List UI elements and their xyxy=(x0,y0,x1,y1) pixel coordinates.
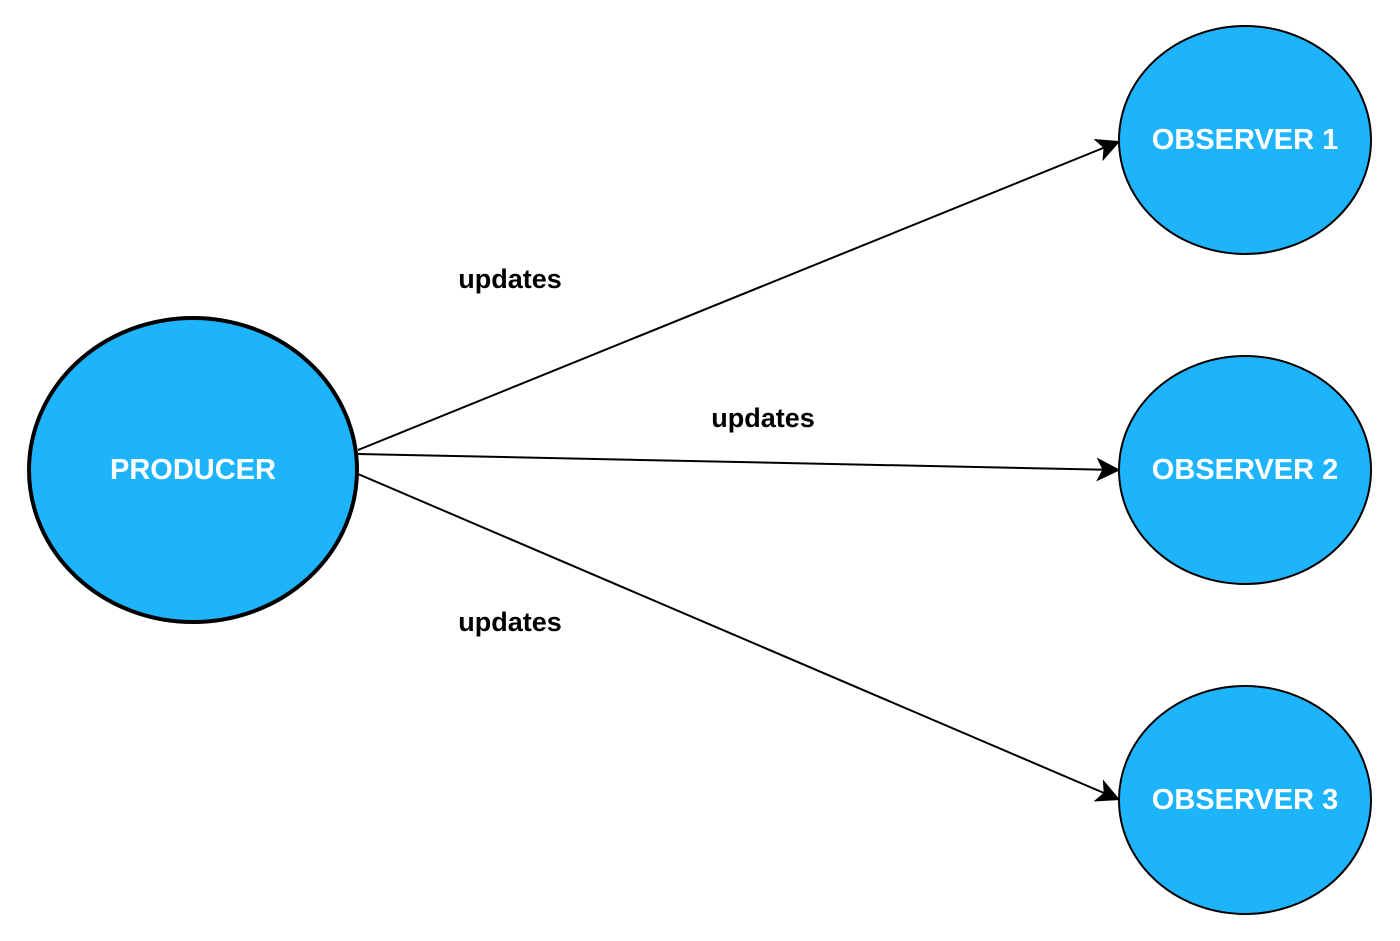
edge-producer-observer-2 xyxy=(357,453,1121,482)
observer-1-label: OBSERVER 1 xyxy=(1152,124,1338,156)
edge-label-observer-1: updates xyxy=(458,264,562,294)
edges-group xyxy=(357,138,1121,802)
edge-label-observer-2: updates xyxy=(711,403,815,433)
producer-circle xyxy=(27,316,359,624)
observer-3-node[interactable]: OBSERVER 3 xyxy=(1118,685,1372,915)
observer-2-circle xyxy=(1118,355,1372,585)
producer-node[interactable]: PRODUCER xyxy=(27,316,359,624)
edge-labels-group: updates updates updates xyxy=(458,264,815,637)
observer-2-node[interactable]: OBSERVER 2 xyxy=(1118,355,1372,585)
edge-producer-observer-1 xyxy=(357,138,1121,451)
edge-label-observer-3: updates xyxy=(458,607,562,637)
observer-1-circle xyxy=(1118,25,1372,255)
observer-3-circle xyxy=(1118,685,1372,915)
observer-3-label: OBSERVER 3 xyxy=(1152,784,1338,816)
producer-label: PRODUCER xyxy=(110,454,276,486)
edge-producer-observer-3 xyxy=(357,473,1121,802)
observer-2-label: OBSERVER 2 xyxy=(1152,454,1338,486)
observer-1-node[interactable]: OBSERVER 1 xyxy=(1118,25,1372,255)
